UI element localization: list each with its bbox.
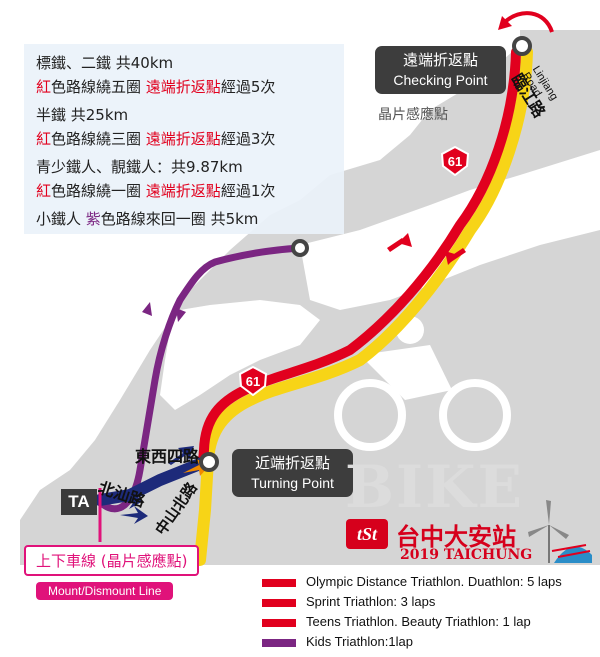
bike-icon (334, 316, 511, 451)
legend-swatch (262, 579, 296, 587)
route-blue (94, 456, 211, 506)
info-line-2: 紅色路線繞五圈 遠端折返點經過5次 (36, 78, 276, 96)
mount-line-label-en: Mount/Dismount Line (36, 582, 174, 600)
legend-swatch (262, 599, 296, 607)
info-line-1: 標鐵、二鐵 共40km (36, 54, 174, 72)
tst-logo: tSt (346, 519, 388, 549)
far-turn-point (512, 36, 532, 56)
transition-area-label: TA (61, 489, 97, 515)
info-line-7: 小鐵人 紫色路線來回一圈 共5km (36, 210, 259, 228)
route-purple (96, 244, 304, 513)
far-turn-zh: 遠端折返點 (402, 51, 478, 69)
purple-arrows (142, 302, 186, 322)
info-line-5: 青少鐵人、靚鐵人：共9.87km (36, 158, 243, 176)
far-turn-callout: 遠端折返點 Checking Point (375, 46, 506, 94)
highway-61-badge-2: 61 (238, 366, 268, 396)
mount-line-label-zh: 上下車線 (晶片感應點) (24, 545, 200, 576)
svg-text:61: 61 (246, 374, 260, 389)
info-line-4: 紅色路線繞三圈 遠端折返點經過3次 (36, 130, 276, 148)
route-red (198, 47, 521, 467)
near-turn-point (199, 452, 219, 472)
river-channel (300, 150, 600, 310)
far-turn-chip-label: 晶片感應點 (378, 107, 448, 123)
harbor (160, 300, 320, 410)
blue-arrows (115, 446, 194, 524)
legend-swatch (262, 619, 296, 627)
info-box: 標鐵、二鐵 共40km 紅色路線繞五圈 遠端折返點經過5次 半鐵 共25km 紅… (24, 44, 344, 234)
svg-text:61: 61 (448, 154, 462, 169)
info-line-3: 半鐵 共25km (36, 106, 129, 124)
far-turn-en: Checking Point (393, 72, 488, 88)
wind-turbine-icon (528, 500, 592, 563)
brand-cn: 台中大安站 (396, 523, 516, 551)
bike-word: BIKE (345, 453, 524, 521)
near-turn-zh: 近端折返點 (254, 454, 330, 472)
road-label-dongxi: 東西四路 (135, 447, 200, 466)
uturn-arrow (503, 11, 554, 33)
brand-en: 2019 TAICHUNG (400, 547, 533, 563)
legend-swatch (262, 639, 296, 647)
kids-turn-point (291, 239, 309, 257)
near-turn-callout: 近端折返點 Turning Point (232, 449, 353, 497)
direction-arrows (387, 233, 466, 265)
highway-61-badge: 61 (440, 146, 470, 176)
coast-bottom (0, 520, 20, 565)
route-yellow (194, 46, 533, 566)
info-line-6: 紅色路線繞一圈 遠端折返點經過1次 (36, 182, 276, 200)
near-turn-en: Turning Point (251, 475, 334, 491)
